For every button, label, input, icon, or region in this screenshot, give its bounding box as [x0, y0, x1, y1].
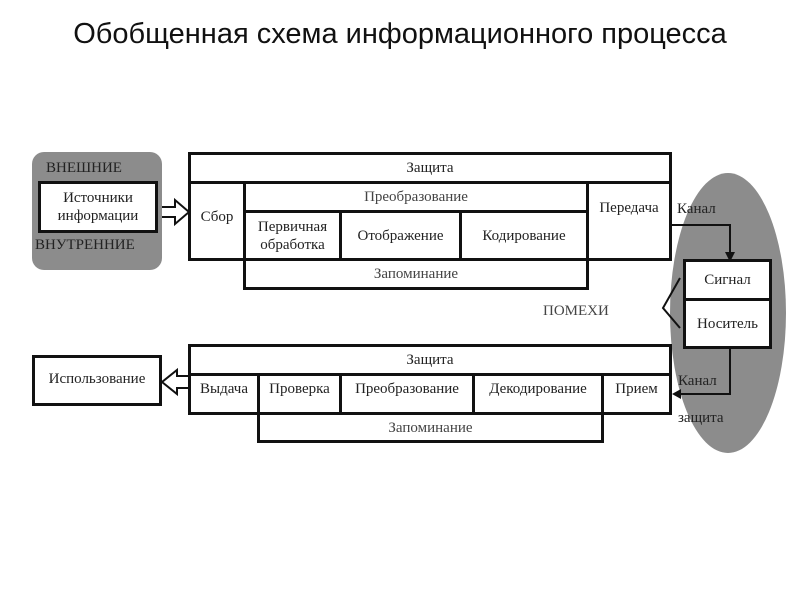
bottom-protection: Защита [188, 344, 672, 376]
top-coding: Кодирование [459, 210, 589, 261]
bottom-check-label: Проверка [269, 381, 330, 397]
top-primary-processing: Первичная обработка [243, 210, 342, 261]
diagram-title: Обобщенная схема информационного процесс… [73, 18, 727, 50]
bottom-transformation: Преобразование [339, 373, 475, 415]
top-collection-label: Сбор [200, 209, 234, 225]
top-transmission-label: Передача [599, 200, 659, 216]
bottom-transformation-label: Преобразование [355, 381, 459, 397]
top-protection: Защита [188, 152, 672, 184]
top-display: Отображение [339, 210, 462, 261]
noise-bracket [661, 277, 681, 329]
sources-line2: информации [57, 208, 139, 224]
bottom-output: Выдача [188, 373, 260, 415]
sources-line1: Источники [63, 190, 133, 206]
primary-line2: обработка [260, 236, 325, 253]
external-sources-label: ВНЕШНИЕ [46, 160, 122, 176]
top-transmission: Передача [586, 181, 672, 261]
top-collection: Сбор [188, 181, 246, 261]
arrowhead-left-icon [672, 389, 681, 399]
information-sources-box: Источники информации [38, 181, 158, 233]
channel-top-label: Канал [677, 201, 716, 217]
bottom-check: Проверка [257, 373, 342, 415]
hollow-arrow-left-icon [160, 367, 191, 397]
bottom-storage: Запоминание [257, 412, 604, 443]
bottom-reception-label: Прием [615, 381, 658, 397]
usage-box: Использование [32, 355, 162, 406]
signal-box: Сигнал [683, 259, 772, 301]
hollow-arrow-right-icon [159, 197, 191, 227]
channel-protection-label: защита [678, 410, 724, 426]
bottom-decoding-label: Декодирование [489, 381, 587, 397]
bottom-reception: Прием [601, 373, 672, 415]
carrier-box: Носитель [683, 298, 772, 349]
channel-bottom-label: Канал [678, 373, 717, 389]
internal-sources-label: ВНУТРЕННИЕ [35, 237, 135, 253]
noise-label: ПОМЕХИ [543, 303, 609, 319]
bottom-decoding: Декодирование [472, 373, 604, 415]
top-storage: Запоминание [243, 258, 589, 290]
primary-line1: Первичная [257, 218, 328, 235]
top-transformation: Преобразование [243, 181, 589, 213]
bottom-output-label: Выдача [200, 381, 248, 397]
channel-top-connector [670, 224, 731, 258]
